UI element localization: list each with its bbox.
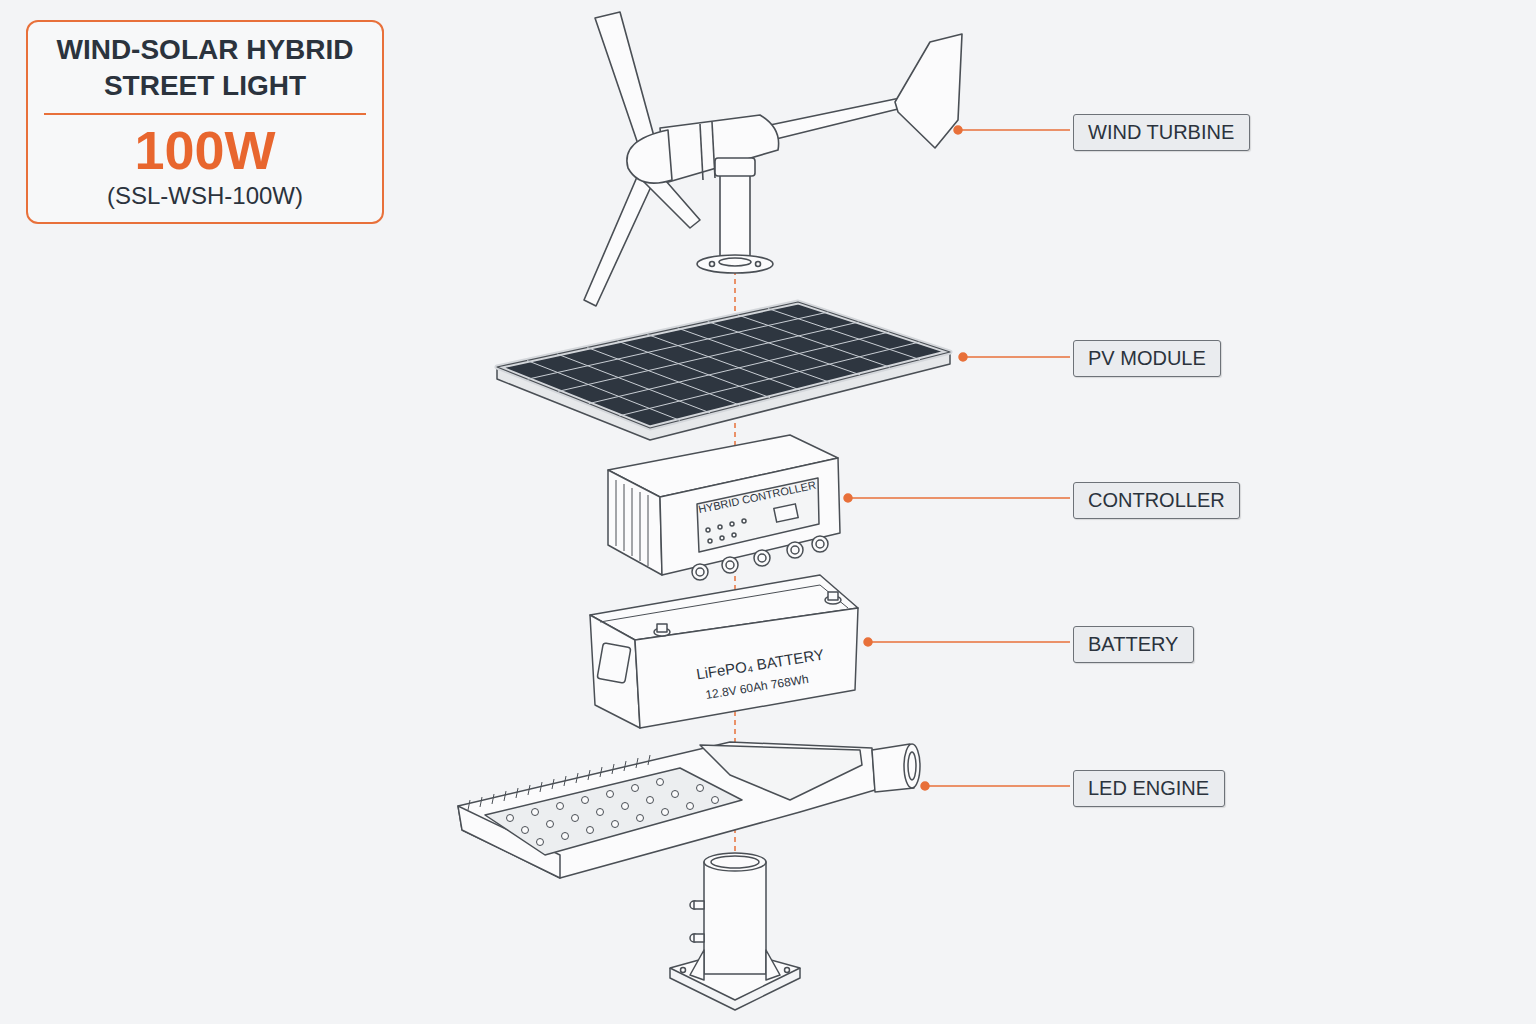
mount-bracket-figure — [670, 853, 800, 1010]
battery-figure — [590, 575, 858, 728]
leader-lines — [844, 126, 1070, 790]
model-number: (SSL-WSH-100W) — [107, 180, 303, 211]
part-name: BATTERY — [1088, 627, 1179, 661]
part-name: WIND TURBINE — [1088, 115, 1235, 149]
callout-label: CONTROLLER — [1073, 482, 1240, 519]
title-panel: WIND-SOLAR HYBRID STREET LIGHT 100W(SSL-W… — [26, 20, 384, 224]
part-name: CONTROLLER — [1088, 483, 1225, 517]
title-divider — [44, 113, 366, 115]
callout-label: PV MODULE — [1073, 340, 1221, 377]
callout-label: BATTERY — [1073, 626, 1194, 663]
wind-turbine-figure — [584, 12, 962, 306]
power-rating: 100W — [134, 121, 275, 180]
callout-label: LED ENGINE — [1073, 770, 1225, 807]
diagram-title: WIND-SOLAR HYBRID STREET LIGHT — [40, 32, 370, 105]
callout-label: WIND TURBINE — [1073, 114, 1250, 151]
pv-module-figure — [497, 302, 950, 440]
controller-figure — [608, 435, 840, 580]
part-name: PV MODULE — [1088, 341, 1206, 375]
part-name: LED ENGINE — [1088, 771, 1210, 805]
led-engine-figure — [458, 742, 920, 878]
